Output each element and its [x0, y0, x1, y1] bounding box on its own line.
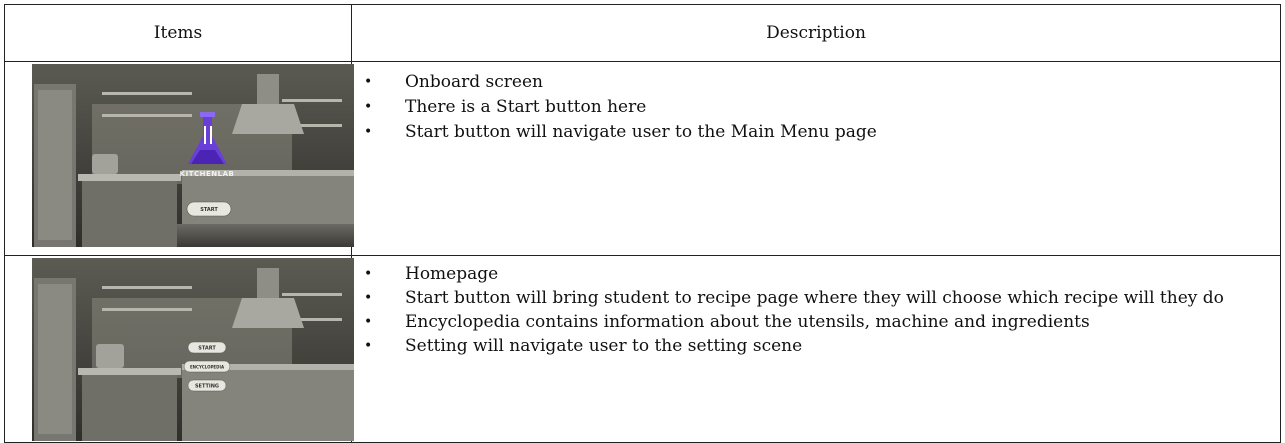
items-cell: START ENCYCLOPEDIA SETTING: [4, 255, 354, 443]
kitchen-scene-illustration: KITCHENLAB START: [32, 64, 354, 247]
homepage-image: START ENCYCLOPEDIA SETTING: [32, 258, 354, 441]
description-cell: Homepage Start button will bring student…: [351, 255, 1281, 443]
description-list: Onboard screen There is a Start button h…: [352, 62, 1280, 144]
description-column-header: Description: [351, 4, 1281, 62]
feature-table: Items Description: [4, 4, 1281, 443]
list-item: Setting will navigate user to the settin…: [362, 334, 1270, 358]
description-cell: Onboard screen There is a Start button h…: [351, 61, 1281, 256]
kitchenlab-logo: KITCHENLAB: [180, 112, 235, 178]
onboard-screen-image: KITCHENLAB START: [32, 64, 354, 247]
start-button-label: START: [200, 207, 218, 213]
kitchen-scene-illustration: START ENCYCLOPEDIA SETTING: [32, 258, 354, 441]
description-list: Homepage Start button will bring student…: [352, 256, 1280, 358]
list-item: Encyclopedia contains information about …: [362, 310, 1270, 334]
start-button: START: [186, 201, 232, 217]
list-item: Start button will bring student to recip…: [362, 286, 1270, 310]
encyclopedia-button-label: ENCYCLOPEDIA: [190, 365, 225, 370]
start-button-label: START: [198, 346, 216, 352]
encyclopedia-button: ENCYCLOPEDIA: [183, 360, 231, 373]
table-row: KITCHENLAB START Onboard screen There is…: [4, 61, 1281, 256]
list-item: Start button will navigate user to the M…: [362, 120, 1270, 144]
table-row: START ENCYCLOPEDIA SETTING Homepage Star…: [4, 255, 1281, 443]
header-row: Items Description: [4, 4, 1281, 62]
list-item: Homepage: [362, 262, 1270, 286]
items-cell: KITCHENLAB START: [4, 61, 354, 256]
start-button: START: [187, 341, 227, 354]
list-item: Onboard screen: [362, 70, 1270, 94]
list-item: There is a Start button here: [362, 95, 1270, 119]
items-column-header: Items: [4, 4, 352, 62]
setting-button-label: SETTING: [195, 384, 219, 390]
setting-button: SETTING: [187, 379, 227, 392]
logo-text: KITCHENLAB: [180, 170, 235, 178]
